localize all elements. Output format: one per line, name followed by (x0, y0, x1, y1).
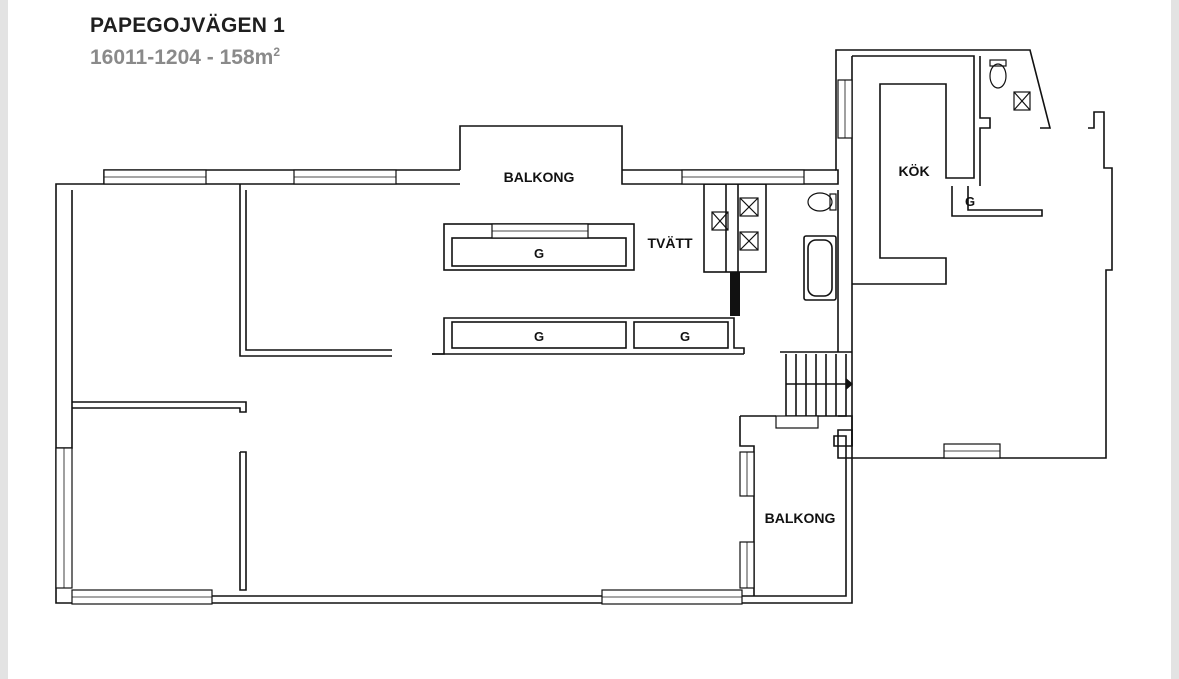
partition-west-vertical (239, 184, 392, 357)
bathtub (803, 235, 837, 301)
windows (55, 79, 1001, 605)
wc-wall (979, 56, 991, 186)
label-storage-lower-left: G (534, 329, 544, 344)
kitchen-island-outline (852, 55, 975, 285)
outer-wall-main (55, 111, 1113, 604)
window (775, 415, 819, 429)
label-tvatt: TVÄTT (647, 235, 693, 251)
property-id-area: 16011-1204 - 158m (90, 46, 274, 69)
dryer (739, 197, 759, 217)
partition-west-vertical-2 (245, 190, 392, 351)
toilet (807, 192, 833, 212)
walls (55, 49, 1113, 604)
wc-toilet (989, 63, 1007, 89)
kitchen-counter (951, 186, 1043, 217)
partition-mid-horizontal (72, 401, 247, 413)
laundry-sink (739, 231, 759, 251)
storage-lower-right (633, 321, 729, 349)
wc-tank (989, 59, 1007, 67)
wc-sink (1013, 91, 1031, 111)
toilet-tank (829, 193, 837, 211)
label-balkong-top: BALKONG (504, 169, 575, 185)
label-storage-top: G (534, 246, 544, 261)
page-edge-left (0, 0, 8, 679)
outer-wall-west (459, 49, 1052, 185)
washing-machine (711, 211, 729, 231)
partition-lower-vertical (239, 451, 247, 591)
dryer-x (739, 197, 759, 217)
outer-wall-inner-main (72, 415, 853, 597)
outer-wall-inner-line (56, 190, 73, 449)
label-storage-kitchen: G (965, 194, 975, 209)
area-unit-superscript: 2 (273, 45, 281, 59)
floorplan-sheet (8, 0, 1171, 679)
property-subtitle: 16011-1204 - 158m2 (90, 45, 280, 70)
washing-machine-x (711, 211, 729, 231)
label-balkong-bottom: BALKONG (765, 510, 836, 526)
balkong-bottom-wall (739, 416, 755, 596)
storage-lower-left (451, 321, 627, 349)
label-storage-lower-right: G (680, 329, 690, 344)
window-glazing-lines (63, 80, 1000, 598)
bathtub-inner (807, 239, 833, 297)
label-kok: KÖK (898, 163, 929, 179)
stair-arrow (846, 378, 853, 390)
wc-sink-x (1013, 91, 1031, 111)
property-title: PAPEGOJVÄGEN 1 (90, 14, 285, 37)
laundry-sink-x (739, 231, 759, 251)
radiator (730, 272, 740, 316)
fixtures (711, 59, 1031, 251)
page-edge-right (1171, 0, 1179, 679)
